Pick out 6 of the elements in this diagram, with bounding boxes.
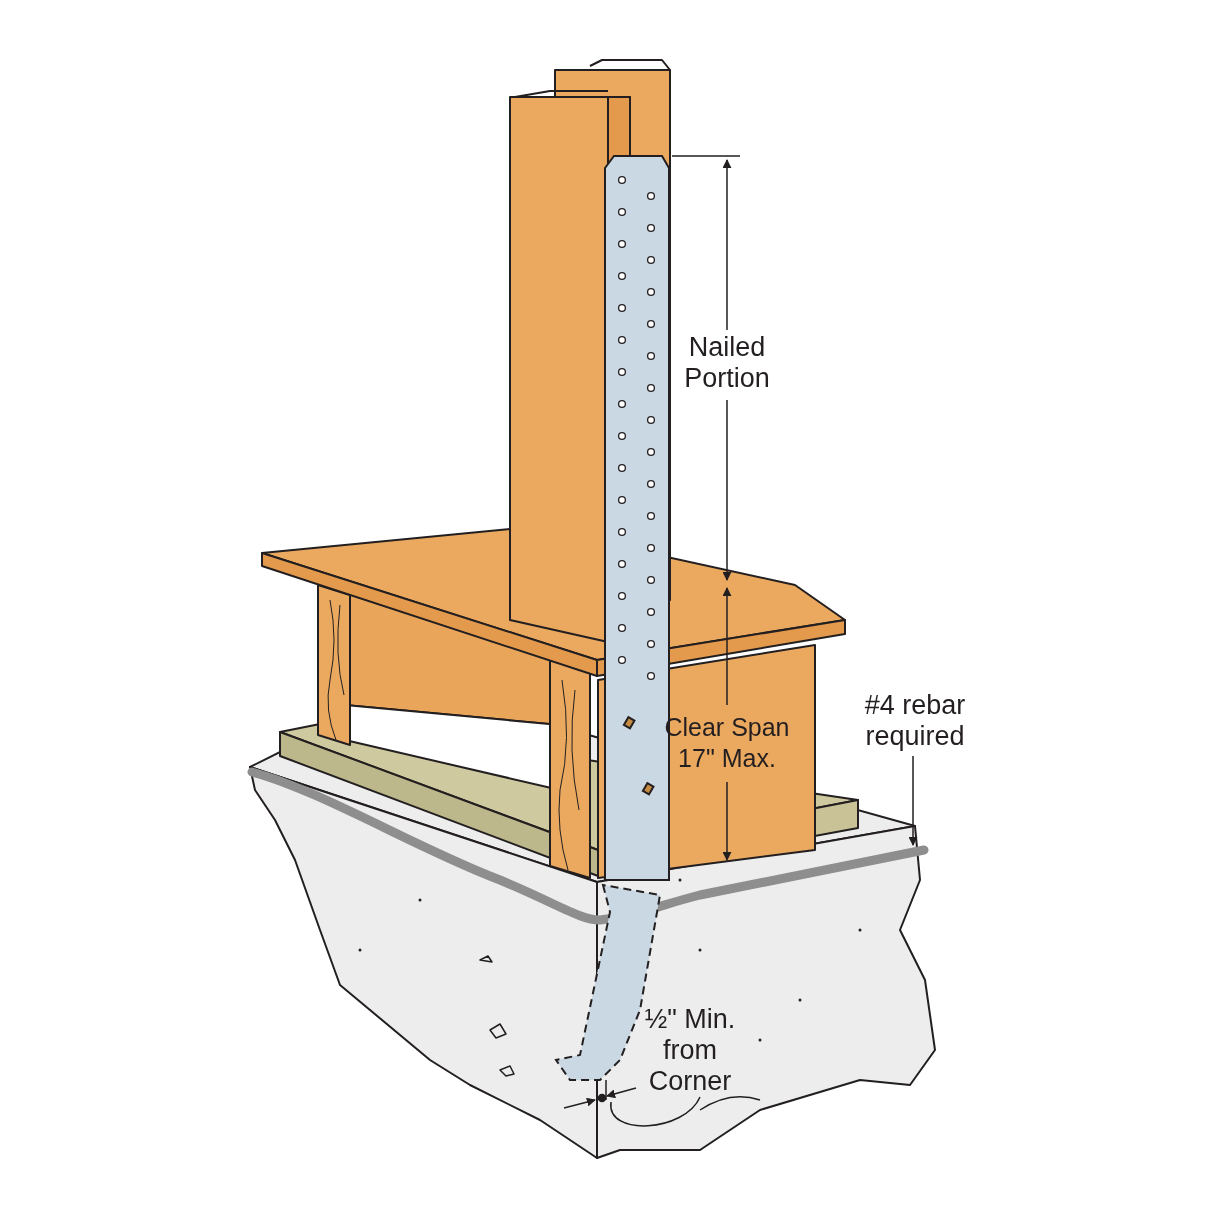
arrow (908, 755, 918, 846)
callout-text: ½" Min. from Corner (620, 1004, 760, 1097)
leader-line (610, 1096, 701, 1127)
rebar (247, 767, 929, 925)
dimension-label: Nailed Portion (683, 332, 771, 394)
callout-text: #4 rebar required (850, 690, 980, 752)
